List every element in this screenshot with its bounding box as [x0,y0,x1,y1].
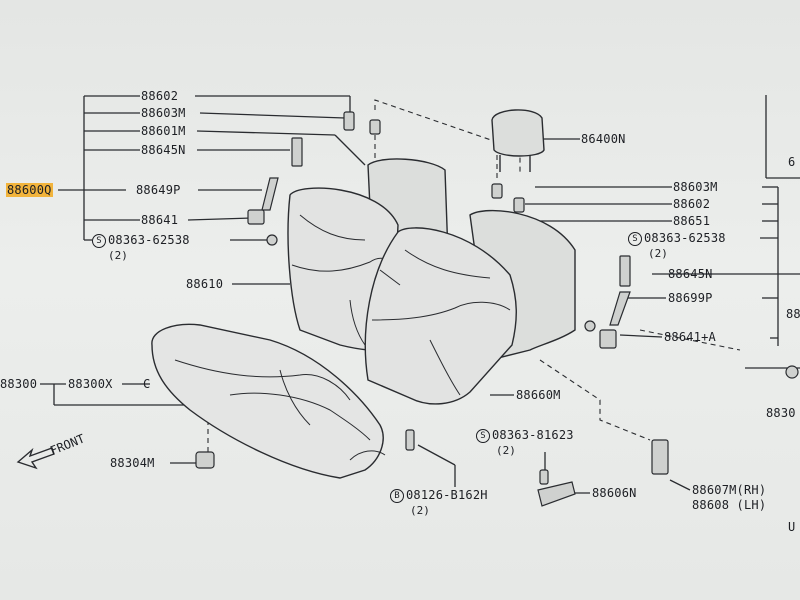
part-88600q: 88600Q [6,183,53,197]
s-symbol: S [92,233,106,248]
part-88645n-right: 88645N [668,267,713,281]
part-88607m-rh: 88607M(RH) [692,483,767,497]
part-88606n: 88606N [592,486,637,500]
part-c-marker: C [143,377,151,391]
part-88651: 88651 [673,214,711,228]
part-88641a: 88641+A [664,330,716,344]
part-88300x: 88300X [68,377,113,391]
qty-08126-b162h: (2) [410,504,430,517]
part-88641: 88641 [141,213,179,227]
part-88603m-left: 88603M [141,106,186,120]
part-88602-right: 88602 [673,197,711,211]
part-88304m: 88304M [110,456,155,470]
edge-text-8830: 8830 [766,406,796,420]
part-88603m-right: 88603M [673,180,718,194]
part-88602-left: 88602 [141,89,179,103]
part-86400n: 86400N [581,132,626,146]
part-88610: 88610 [186,277,224,291]
part-88649p: 88649P [136,183,181,197]
edge-text-88: 88 [786,307,800,321]
qty-08363-62538-right: (2) [648,247,668,260]
s-symbol: S [476,428,490,443]
edge-text-6: 6 [788,155,796,169]
b-symbol: B [390,488,404,503]
part-88601m: 88601M [141,124,186,138]
part-88645n-left: 88645N [141,143,186,157]
s-symbol: S [628,231,642,246]
part-88699p: 88699P [668,291,713,305]
qty-08363-62538-left: (2) [108,249,128,262]
qty-08363-81623: (2) [496,444,516,457]
part-88608-lh: 88608 (LH) [692,498,767,512]
edge-text-u: U [788,520,796,534]
part-88300: 88300 [0,377,38,391]
part-88660m: 88660M [516,388,561,402]
